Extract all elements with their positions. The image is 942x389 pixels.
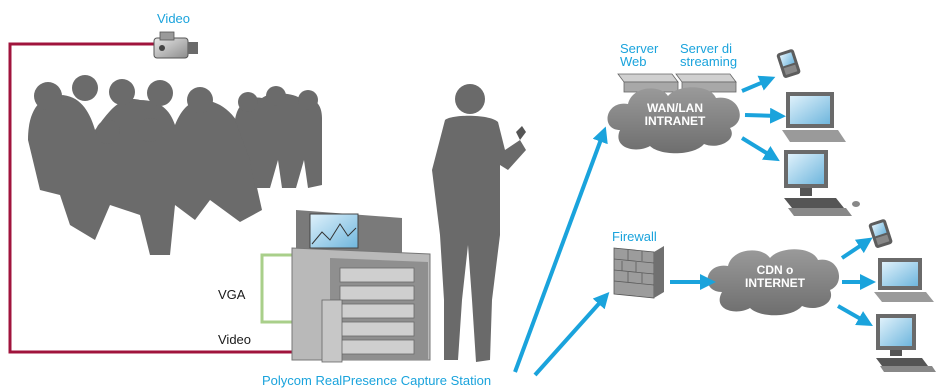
server-streaming-label: Server di streaming bbox=[680, 42, 737, 68]
capture-station-icon bbox=[291, 210, 431, 363]
server-web-label: Server Web bbox=[620, 42, 658, 68]
server-streaming-label-line2: streaming bbox=[680, 54, 738, 69]
cloud-icon bbox=[707, 249, 840, 316]
desktop-computer-icon bbox=[876, 314, 936, 372]
laptop-icon bbox=[782, 92, 846, 142]
audience-icon bbox=[28, 75, 322, 255]
desktop-computer-icon bbox=[784, 150, 860, 216]
wan-label-line2: INTRANET bbox=[644, 114, 706, 128]
smartphone-icon bbox=[776, 49, 801, 78]
flow-arrows bbox=[513, 75, 876, 377]
server-streaming-label-line1: Server di bbox=[680, 41, 733, 56]
wan-label-line1: WAN/LAN bbox=[647, 101, 703, 115]
capture-station-label: Polycom RealPresence Capture Station bbox=[262, 373, 492, 388]
cloud-icon bbox=[607, 87, 740, 154]
video-cable-label: Video bbox=[218, 332, 252, 347]
smartphone-icon bbox=[868, 219, 893, 248]
server-web-label-line1: Server bbox=[620, 41, 659, 56]
firewall-icon bbox=[613, 246, 664, 299]
wan-lan-intranet-label: WAN/LAN INTRANET bbox=[640, 102, 710, 128]
laptop-icon bbox=[874, 258, 934, 302]
video-camera-label: Video bbox=[157, 11, 191, 26]
video-camera-icon bbox=[153, 31, 198, 59]
cdn-internet-label: CDN o INTERNET bbox=[738, 264, 812, 290]
server-web-label-line2: Web bbox=[620, 54, 647, 69]
cdn-label-line1: CDN o bbox=[756, 263, 794, 277]
firewall-label: Firewall bbox=[612, 229, 657, 244]
vga-label: VGA bbox=[218, 287, 246, 302]
cdn-label-line2: INTERNET bbox=[745, 276, 805, 290]
server-icon bbox=[617, 73, 737, 93]
presenter-icon bbox=[432, 84, 526, 363]
video-cable bbox=[8, 42, 322, 354]
